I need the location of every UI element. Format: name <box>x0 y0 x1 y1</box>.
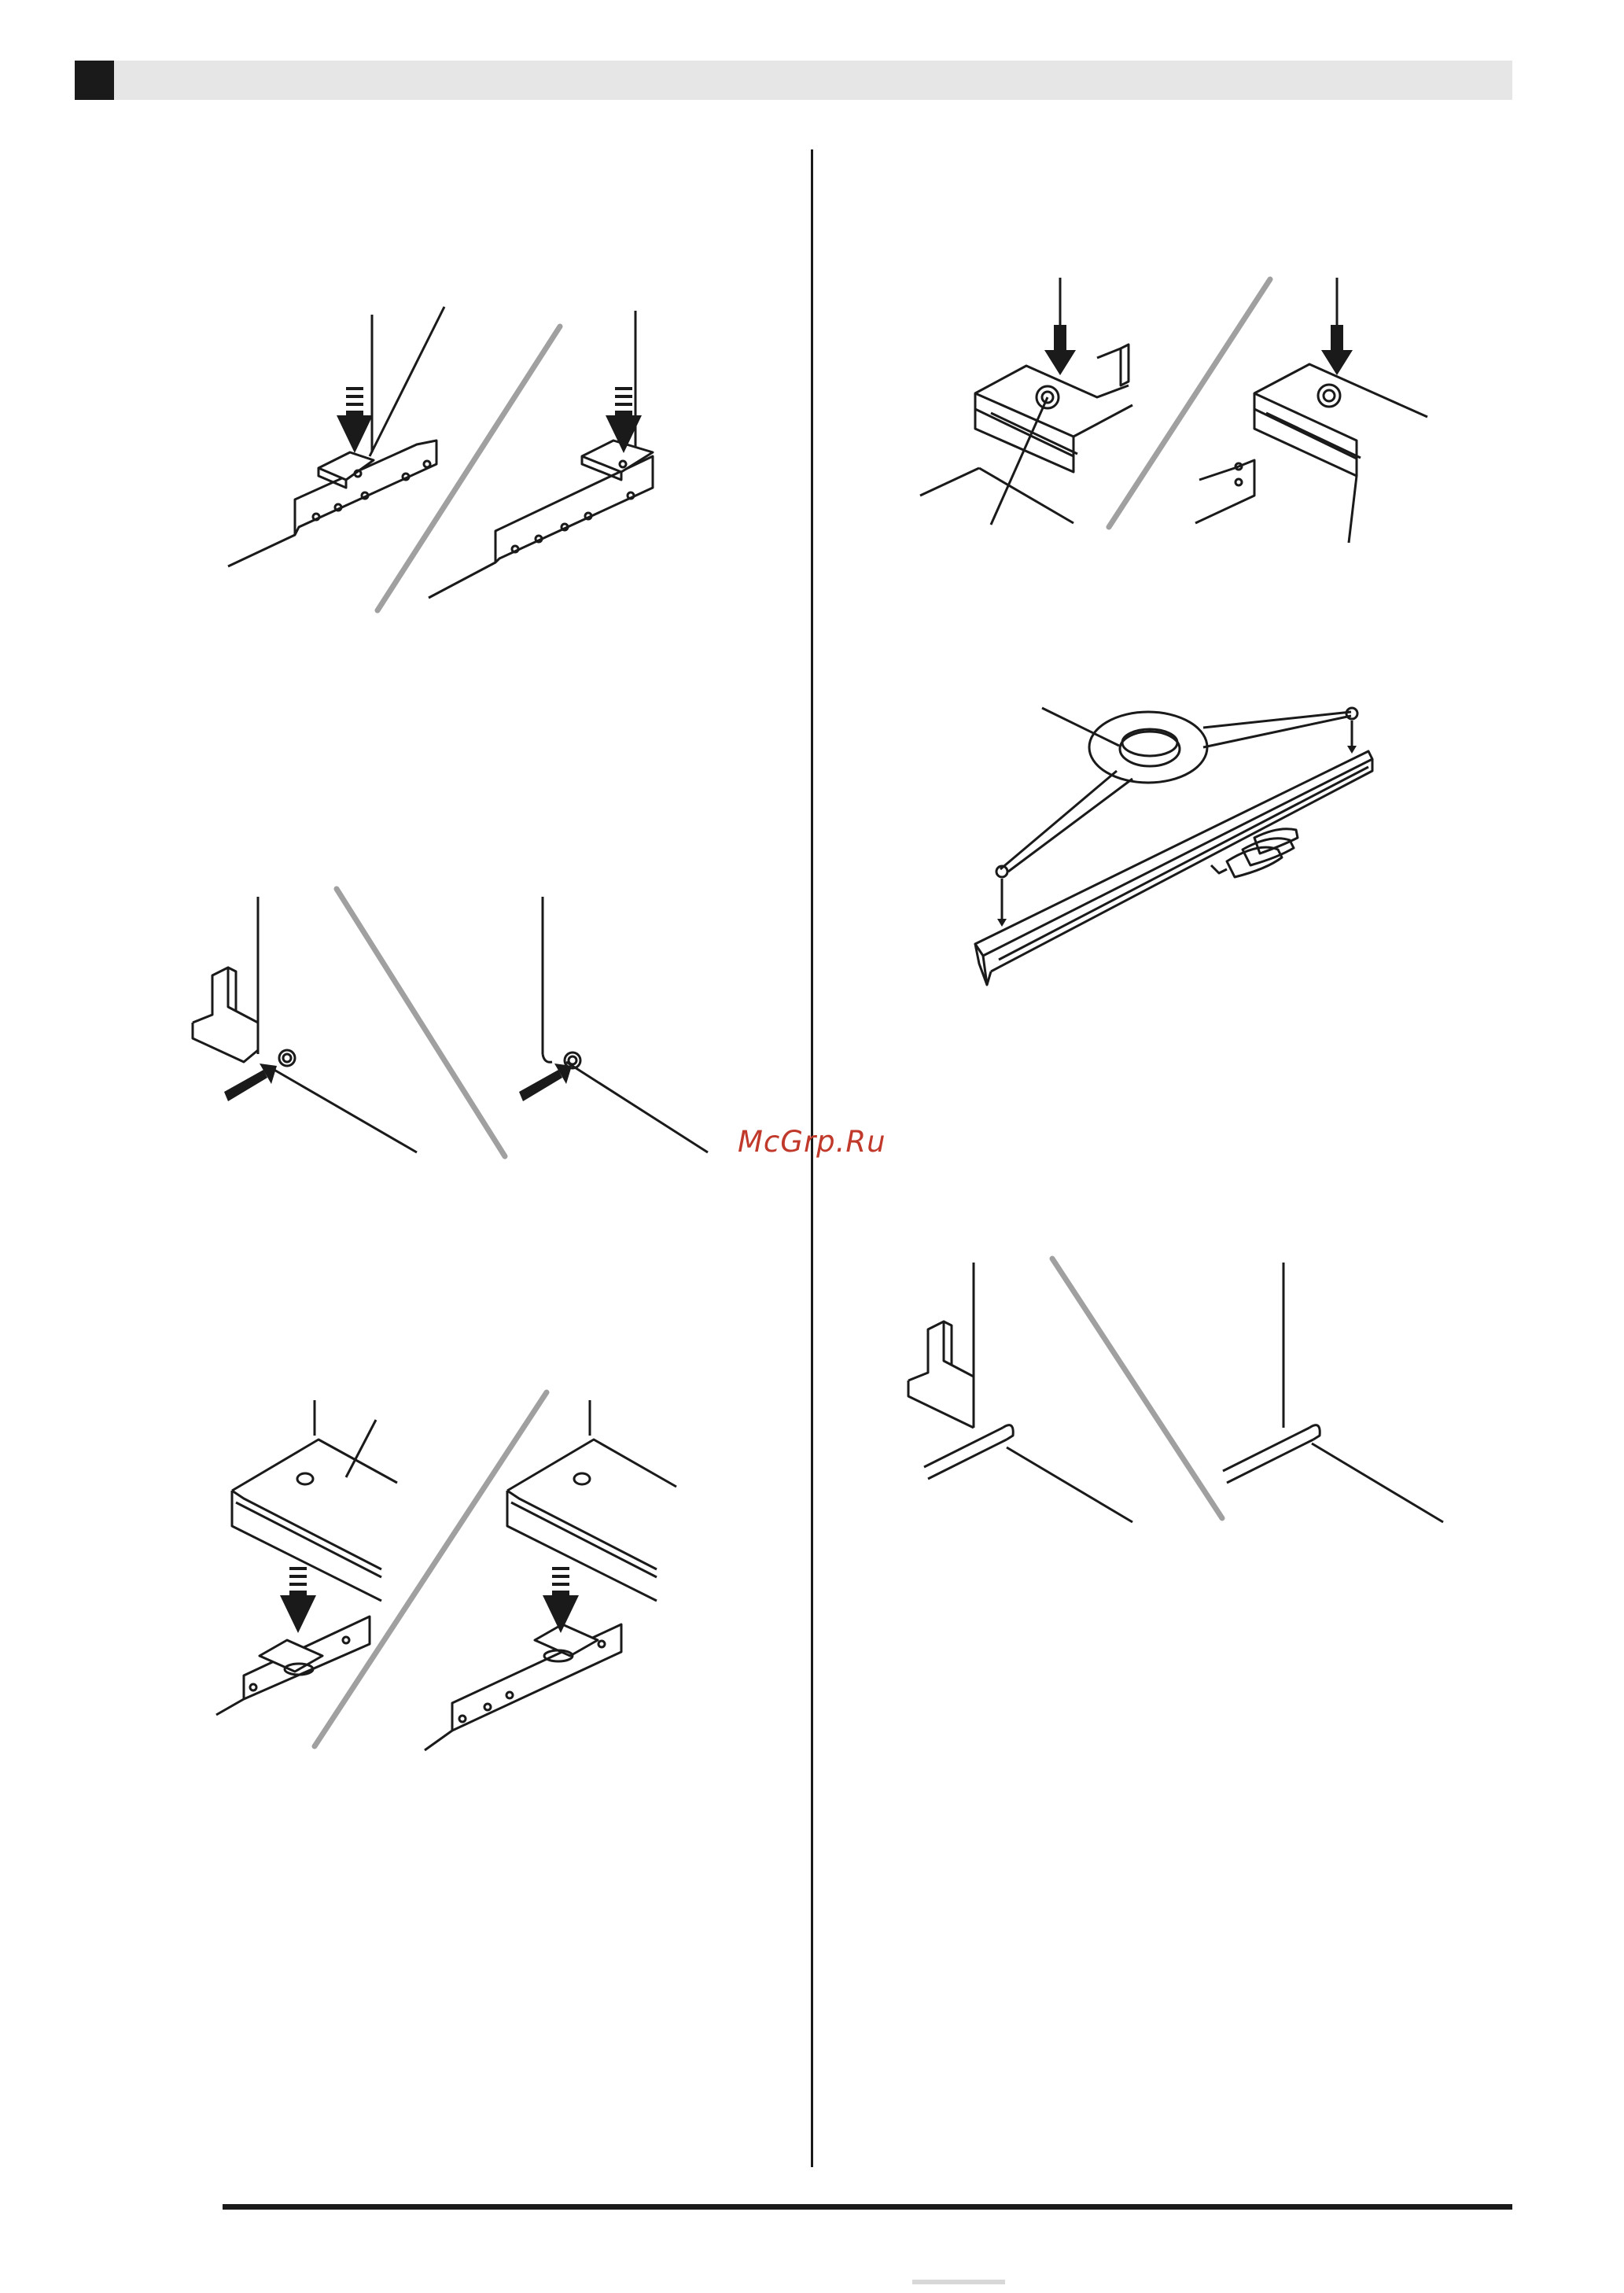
header-bar <box>75 61 1512 100</box>
screwdriver-illustration <box>904 1251 1455 1542</box>
header-square-marker <box>75 61 114 100</box>
footer-rule <box>223 2204 1512 2210</box>
bracket-slot-illustration-alt <box>425 299 692 614</box>
bottom-scan-mark <box>912 2280 1005 2284</box>
pedal-unit-illustration <box>967 692 1408 999</box>
side-screw-illustration <box>189 881 708 1164</box>
watermark-text: McGrp.Ru <box>738 1125 886 1159</box>
bracket-peg-illustration <box>212 1384 684 1762</box>
screw-cap-illustration <box>920 271 1439 539</box>
